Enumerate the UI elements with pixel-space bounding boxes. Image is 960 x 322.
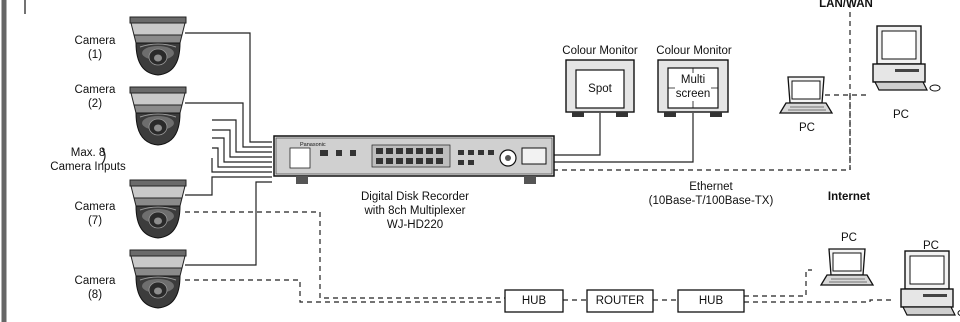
monitor-spot-title: Colour Monitor [562,45,638,57]
camera-inputs-line1: Max. 8 [70,147,106,159]
camera-7-label: Camera (7) [60,200,130,228]
pc-desktop-bottom [900,250,960,317]
camera-1-number: (1) [87,49,103,61]
camera-8 [129,249,187,309]
internet-label: Internet [827,191,871,203]
digital-disk-recorder [273,135,555,184]
camera-inputs-label: Max. 8 Camera Inputs [38,146,138,174]
camera-8-number: (8) [87,289,103,301]
camera-2-label: Camera (2) [60,83,130,111]
camera-cables [185,32,272,266]
camera-2-name: Camera [74,84,116,96]
router-box [586,289,654,313]
camera-2 [129,86,187,146]
monitor-multi-screen-text: Multi screen [668,73,718,101]
ethernet-label: Ethernet (10Base-T/100Base-TX) [636,180,786,208]
recorder-caption-line1: Digital Disk Recorder [360,191,469,203]
monitor-multi-line1: Multi [679,73,707,87]
camera-inputs-line2: Camera Inputs [50,161,126,173]
network-cables [185,4,895,303]
recorder-caption-model: WJ-HD220 [386,219,444,231]
monitor-multi-title: Colour Monitor [656,45,732,57]
hub-box-1 [504,289,564,313]
lan-wan-label: LAN/WAN [819,0,873,10]
pc-laptop-bottom [820,248,874,286]
camera-1-name: Camera [74,35,116,47]
camera-7 [129,179,187,239]
hub-1-label: HUB [521,295,547,307]
pc-label-desktop-top: PC [893,109,909,121]
camera-1-label: Camera (1) [60,34,130,62]
hub-2-label: HUB [698,295,724,307]
recorder-caption-line2: with 8ch Multiplexer [364,205,466,217]
camera-7-name: Camera [74,201,116,213]
ethernet-line1: Ethernet [689,181,733,193]
camera-8-label: Camera (8) [60,274,130,302]
hub-box-2 [677,289,745,313]
pc-label-laptop-bottom: PC [841,232,857,244]
router-label: ROUTER [595,295,645,307]
recorder-caption: Digital Disk Recorder with 8ch Multiplex… [330,190,500,232]
monitor-multi-line2: screen [674,87,712,101]
camera-8-name: Camera [74,275,116,287]
camera-2-number: (2) [87,98,103,110]
ethernet-line2: (10Base-T/100Base-TX) [648,195,774,207]
pc-label-laptop-top: PC [799,122,815,134]
recorder-brand: Panasonic [300,142,326,148]
monitor-cables [553,113,694,163]
camera-7-number: (7) [87,215,103,227]
pc-desktop-top [872,25,941,92]
pc-laptop-top [779,76,833,114]
colour-monitor-spot [565,59,635,117]
monitor-spot-screen-text: Spot [588,83,612,95]
camera-1 [129,16,187,76]
pc-label-desktop-bottom: PC [923,240,939,252]
